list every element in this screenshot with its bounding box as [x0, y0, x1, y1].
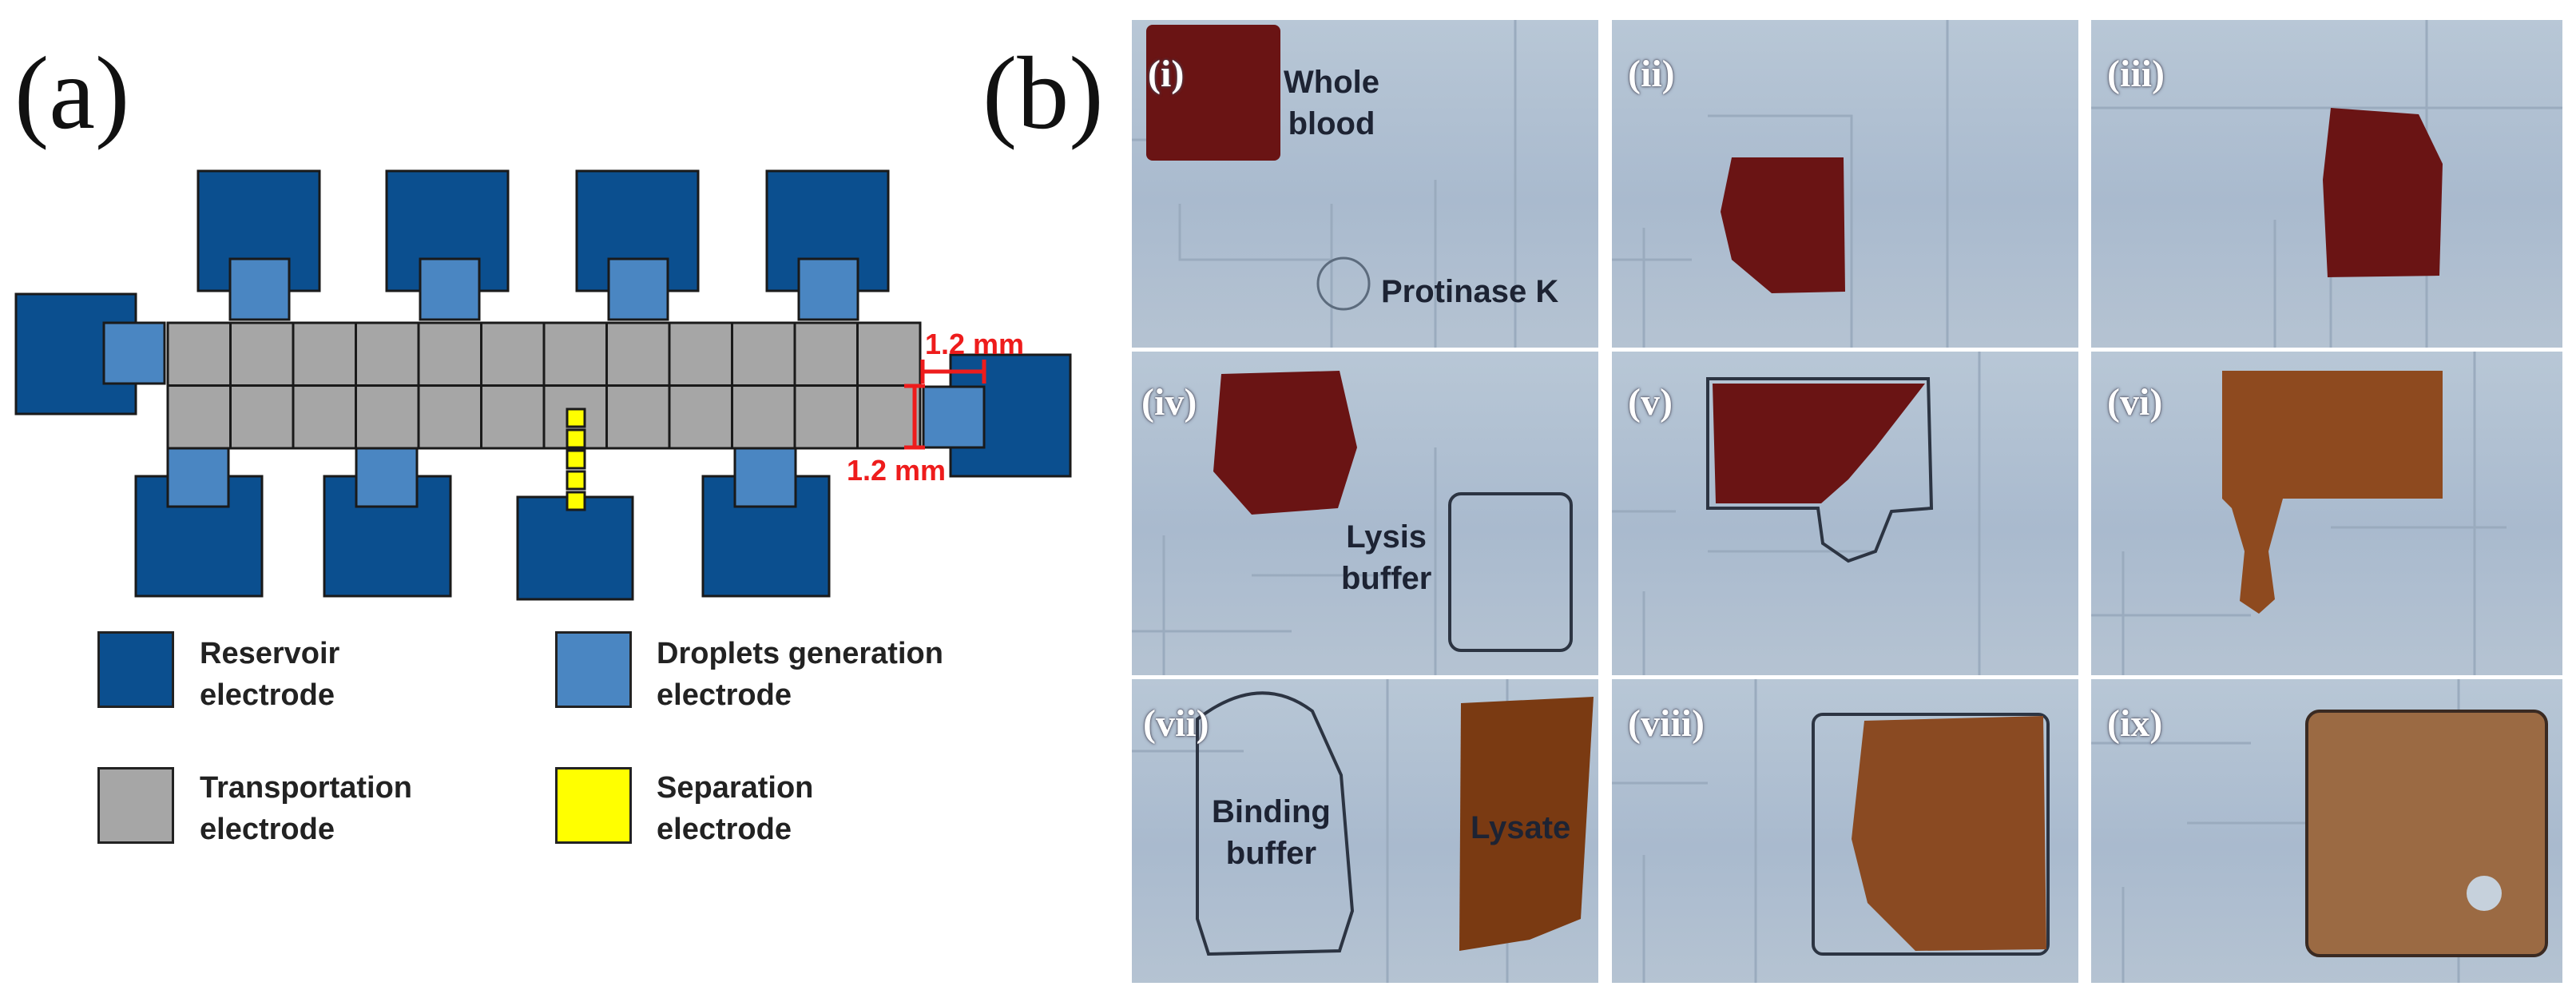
- transportation-electrode: [542, 321, 608, 387]
- droplet-generation-electrode: [355, 446, 419, 508]
- whole-blood-droplet: [1146, 25, 1280, 161]
- whole-blood-droplet: [1213, 371, 1357, 515]
- separation-electrode: [566, 408, 586, 428]
- dimension-label-vertical: 1.2 mm: [847, 454, 947, 487]
- droplet-generation-electrode: [228, 257, 291, 321]
- separation-electrode: [566, 491, 586, 511]
- photo-frame-vi: (vi): [2091, 352, 2562, 675]
- frame-tag-vii: (vii): [1143, 702, 1209, 745]
- label-lysis-buffer: Lysis buffer: [1341, 519, 1432, 596]
- separation-electrode: [566, 428, 586, 449]
- droplet-generation-electrode: [419, 257, 481, 321]
- label-protinase-k: Protinase K: [1381, 274, 1559, 309]
- droplet-generation-electrode: [797, 257, 859, 321]
- transportation-electrode: [292, 384, 357, 450]
- transportation-electrodes: [166, 321, 922, 450]
- binding-buffer-outline: [1196, 691, 1355, 956]
- frame-tag-viii: (viii): [1628, 702, 1705, 745]
- legend-label-separation: Separation electrode: [657, 771, 814, 846]
- transportation-electrode: [731, 384, 796, 450]
- frame-tag-iv: (iv): [1141, 381, 1197, 423]
- legend-swatch-transportation: [97, 767, 174, 844]
- transportation-electrode: [731, 321, 796, 387]
- photo-frame-ix: (ix): [2091, 679, 2562, 983]
- transportation-electrode: [417, 321, 482, 387]
- transportation-electrode: [793, 384, 859, 450]
- bubble: [2467, 876, 2502, 911]
- transportation-electrode: [229, 321, 295, 387]
- transportation-electrode: [292, 321, 357, 387]
- separation-electrode: [566, 470, 586, 491]
- photo-frame-iii: (iii): [2091, 20, 2562, 348]
- label-binding-buffer: Binding buffer: [1212, 794, 1331, 871]
- droplet-generation-electrode: [733, 446, 797, 508]
- transportation-electrode: [605, 384, 671, 450]
- photo-frame-i: (i) Whole blood Protinase K: [1132, 20, 1598, 348]
- photo-frame-ii: (ii): [1612, 20, 2078, 348]
- panel-b-letter: (b): [982, 36, 1104, 151]
- frame-tag-ix: (ix): [2107, 702, 2163, 745]
- transportation-electrode: [668, 321, 733, 387]
- photo-frame-viii: (viii): [1612, 679, 2078, 983]
- mixed-droplet: [2305, 710, 2548, 957]
- transportation-electrode: [166, 384, 232, 450]
- transportation-electrode: [417, 384, 482, 450]
- frame-tag-i: (i): [1148, 53, 1185, 95]
- frame-tag-ii: (ii): [1628, 53, 1675, 95]
- legend-label-generation: Droplets generation electrode: [657, 637, 943, 712]
- separation-electrode: [566, 449, 586, 470]
- whole-blood-droplet: [1721, 157, 1845, 293]
- transportation-electrode: [480, 321, 546, 387]
- legend-swatch-separation: [555, 767, 632, 844]
- transportation-electrode: [229, 384, 295, 450]
- lysate-droplet: [2222, 371, 2443, 614]
- legend-label-reservoir: Reservoir electrode: [200, 637, 340, 712]
- electrode-layout-diagram: [14, 169, 1072, 601]
- lysis-buffer-droplet: [1448, 492, 1573, 652]
- dimension-label-horizontal: 1.2 mm: [925, 328, 1025, 360]
- dimension-markers: [904, 360, 986, 450]
- frame-tag-vi: (vi): [2107, 381, 2163, 423]
- droplet-generation-electrode: [922, 385, 986, 449]
- photo-frame-v: (v): [1612, 352, 2078, 675]
- transportation-electrode: [166, 321, 232, 387]
- whole-blood-droplet: [2323, 108, 2443, 277]
- label-whole-blood: Whole blood: [1284, 65, 1379, 141]
- protinase-k-droplet: [1316, 256, 1371, 311]
- transportation-electrode: [856, 321, 922, 387]
- panel-a-letter: (a): [14, 36, 130, 151]
- whole-blood-droplet: [1713, 384, 1925, 503]
- reservoir-electrodes: [14, 169, 1072, 601]
- droplet-generation-electrode: [166, 446, 230, 508]
- lysate-droplet: [1459, 697, 1594, 951]
- transportation-electrode: [668, 384, 733, 450]
- transportation-electrode: [856, 384, 922, 450]
- legend-swatch-reservoir: [97, 631, 174, 708]
- photo-frame-vii: (vii) Binding buffer Lysate: [1132, 679, 1598, 983]
- frame-tag-v: (v): [1628, 381, 1673, 423]
- legend-label-transportation: Transportation electrode: [200, 771, 413, 846]
- transportation-electrode: [355, 384, 420, 450]
- mixed-droplet: [1852, 716, 2046, 951]
- lysis-buffer-outline: [1706, 377, 1934, 563]
- transportation-electrode: [793, 321, 859, 387]
- transportation-electrode: [355, 321, 420, 387]
- reservoir-electrode: [516, 495, 634, 601]
- droplet-generation-electrode: [607, 257, 669, 321]
- photo-frame-iv: (iv) Lysis buffer: [1132, 352, 1598, 675]
- legend-swatch-generation: [555, 631, 632, 708]
- frame-tag-iii: (iii): [2107, 53, 2165, 95]
- separation-electrodes: [566, 408, 586, 511]
- mixed-droplet-outline: [1812, 713, 2050, 956]
- transportation-electrode: [605, 321, 671, 387]
- transportation-electrode: [480, 384, 546, 450]
- droplet-generation-electrode: [102, 321, 166, 385]
- label-lysate: Lysate: [1471, 810, 1571, 845]
